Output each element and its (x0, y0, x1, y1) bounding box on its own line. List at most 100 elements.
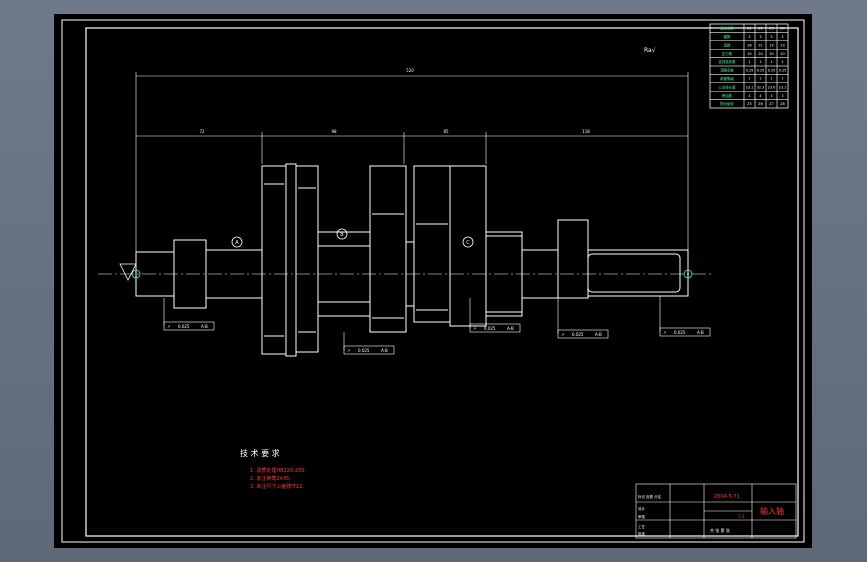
outer-border (61, 19, 805, 543)
tol-sym-1: ↗ (167, 324, 170, 329)
param-table-cell: 31 (758, 43, 762, 47)
section-marker-a (231, 236, 243, 248)
shaft-profile (135, 163, 689, 357)
param-table-cell: 公法线长度 (719, 84, 737, 89)
section-label-b: B (340, 232, 344, 238)
param-table-cell: 3 (748, 35, 750, 39)
param-table-cell: 32.3 (757, 85, 765, 89)
tol-datum-3: A-B (507, 326, 514, 331)
tol-val-4: 0.025 (572, 332, 584, 337)
gear-z3 (369, 165, 407, 333)
param-table-cell: 23.1 (779, 85, 787, 89)
param-table-cell: 23 (780, 43, 784, 47)
param-table-cell-border (776, 99, 789, 109)
inner-border (85, 27, 799, 537)
tech-note-2: 2. 未注倒角2X45; (250, 475, 291, 482)
param-table-cell: 0.25 (746, 69, 754, 73)
datum-symbol-left (119, 263, 137, 281)
param-table-cell: 压力角 (722, 51, 732, 56)
tol-sym-3: ↗ (473, 326, 476, 331)
dimension-overall (135, 72, 689, 270)
param-table-header-cell: Z1 (747, 27, 751, 31)
param-table-cell: 3 (759, 35, 761, 39)
tol-datum-2: A-B (381, 348, 388, 353)
shaft-section-6 (557, 219, 589, 299)
param-table-cell: 1 (781, 60, 783, 64)
tech-note-1: 1. 调质处理HB220-250; (250, 467, 306, 474)
param-table-cell: 1 (748, 60, 750, 64)
param-table-cell: 0.25 (757, 69, 765, 73)
param-table-cell: 1 (770, 60, 772, 64)
param-table-cell: 20 (780, 52, 784, 56)
param-table-cell: 顶隙系数 (720, 68, 734, 73)
tol-datum-4: A-B (595, 332, 602, 337)
sheet-count: 共 张 第 张 (710, 527, 730, 533)
param-table-cell: Z8 (780, 102, 784, 106)
tol-val-5: 0.025 (674, 330, 686, 335)
section-markers (231, 228, 474, 248)
tol-sym-2: ↗ (347, 348, 350, 353)
tol-sym-4: ↗ (561, 332, 564, 337)
gear-z4 (413, 165, 451, 323)
tech-requirements-title: 技 术 要 求 (240, 448, 280, 458)
param-table-cell: 23.1 (746, 85, 754, 89)
tb-row-1: 标记 处数 分区 (638, 494, 662, 499)
section-label-c: C (466, 240, 470, 246)
roughness-mark: Ra√ (644, 47, 656, 54)
param-table-cell: 0.25 (779, 69, 787, 73)
tb-row-2: 设计 (638, 506, 646, 511)
dim-seg3: 85 (443, 129, 449, 134)
param-table-cell: 7 (770, 77, 772, 81)
param-table-cell: 23.0 (768, 85, 776, 89)
part-name: 输入轴 (760, 506, 784, 516)
param-table-header-cell: Z4 (780, 27, 784, 31)
shaft-section-right-end (587, 249, 689, 297)
gear-z1 (261, 165, 287, 355)
tb-row-3: 审核 (638, 514, 646, 519)
shaft-shoulder-right (449, 165, 487, 327)
param-table-cell: 20 (758, 52, 762, 56)
dim-seg2: 98 (331, 129, 337, 134)
param-table-cell: 20 (747, 52, 751, 56)
gear-z2 (295, 165, 319, 353)
param-table-cell: 26 (747, 43, 751, 47)
param-table-cell: 3 (770, 94, 772, 98)
gear-shoulder (285, 163, 297, 357)
param-table-cell: 3 (748, 94, 750, 98)
param-table-cell: 19 (769, 43, 773, 47)
param-table-cell: Z6 (758, 102, 762, 106)
drawing-sheet: 520 72 98 85 118 (61, 19, 805, 543)
tol-val-1: 0.025 (178, 324, 190, 329)
section-marker-c (462, 236, 474, 248)
tech-note-3: 3. 未注尺寸公差按IT12. (250, 483, 304, 490)
param-table-cell: 齿数 (724, 42, 731, 47)
param-table-cell: 0.25 (768, 69, 776, 73)
section-marker-b (336, 228, 348, 240)
param-table-cell: Z5 (747, 102, 751, 106)
tol-sym-5: ↗ (663, 330, 666, 335)
tb-row-4: 工艺 (638, 524, 646, 529)
param-table-header-cell: Z3 (769, 27, 773, 31)
param-table-cell: 4 (759, 94, 761, 98)
dim-overall-text: 520 (406, 68, 414, 73)
cad-drawing-viewport[interactable]: 520 72 98 85 118 (54, 14, 812, 548)
param-table-cell: 20 (769, 52, 773, 56)
param-table-cell: 模数 (724, 34, 731, 39)
param-table-header-cell: 齿轮参数 (720, 26, 734, 31)
param-table-cell: 1 (759, 60, 761, 64)
dim-seg1: 72 (199, 129, 205, 134)
tol-datum-1: A-B (201, 324, 208, 329)
title-block (635, 483, 797, 539)
tol-val-3: 0.025 (484, 326, 496, 331)
param-table-cell: 7 (759, 77, 761, 81)
tol-datum-5: A-B (697, 330, 704, 335)
centre-holes (131, 269, 693, 279)
param-table-cell: 3 (770, 35, 772, 39)
tb-row-5: 批准 (638, 531, 646, 536)
drawing-number: 2004-5-71 (714, 494, 740, 500)
param-table-cell: 3 (781, 35, 783, 39)
param-table-cell: 齿顶高系数 (719, 59, 737, 64)
section-label-a: A (235, 240, 239, 246)
tol-val-2: 0.025 (358, 348, 370, 353)
tolerance-frames (163, 296, 711, 355)
